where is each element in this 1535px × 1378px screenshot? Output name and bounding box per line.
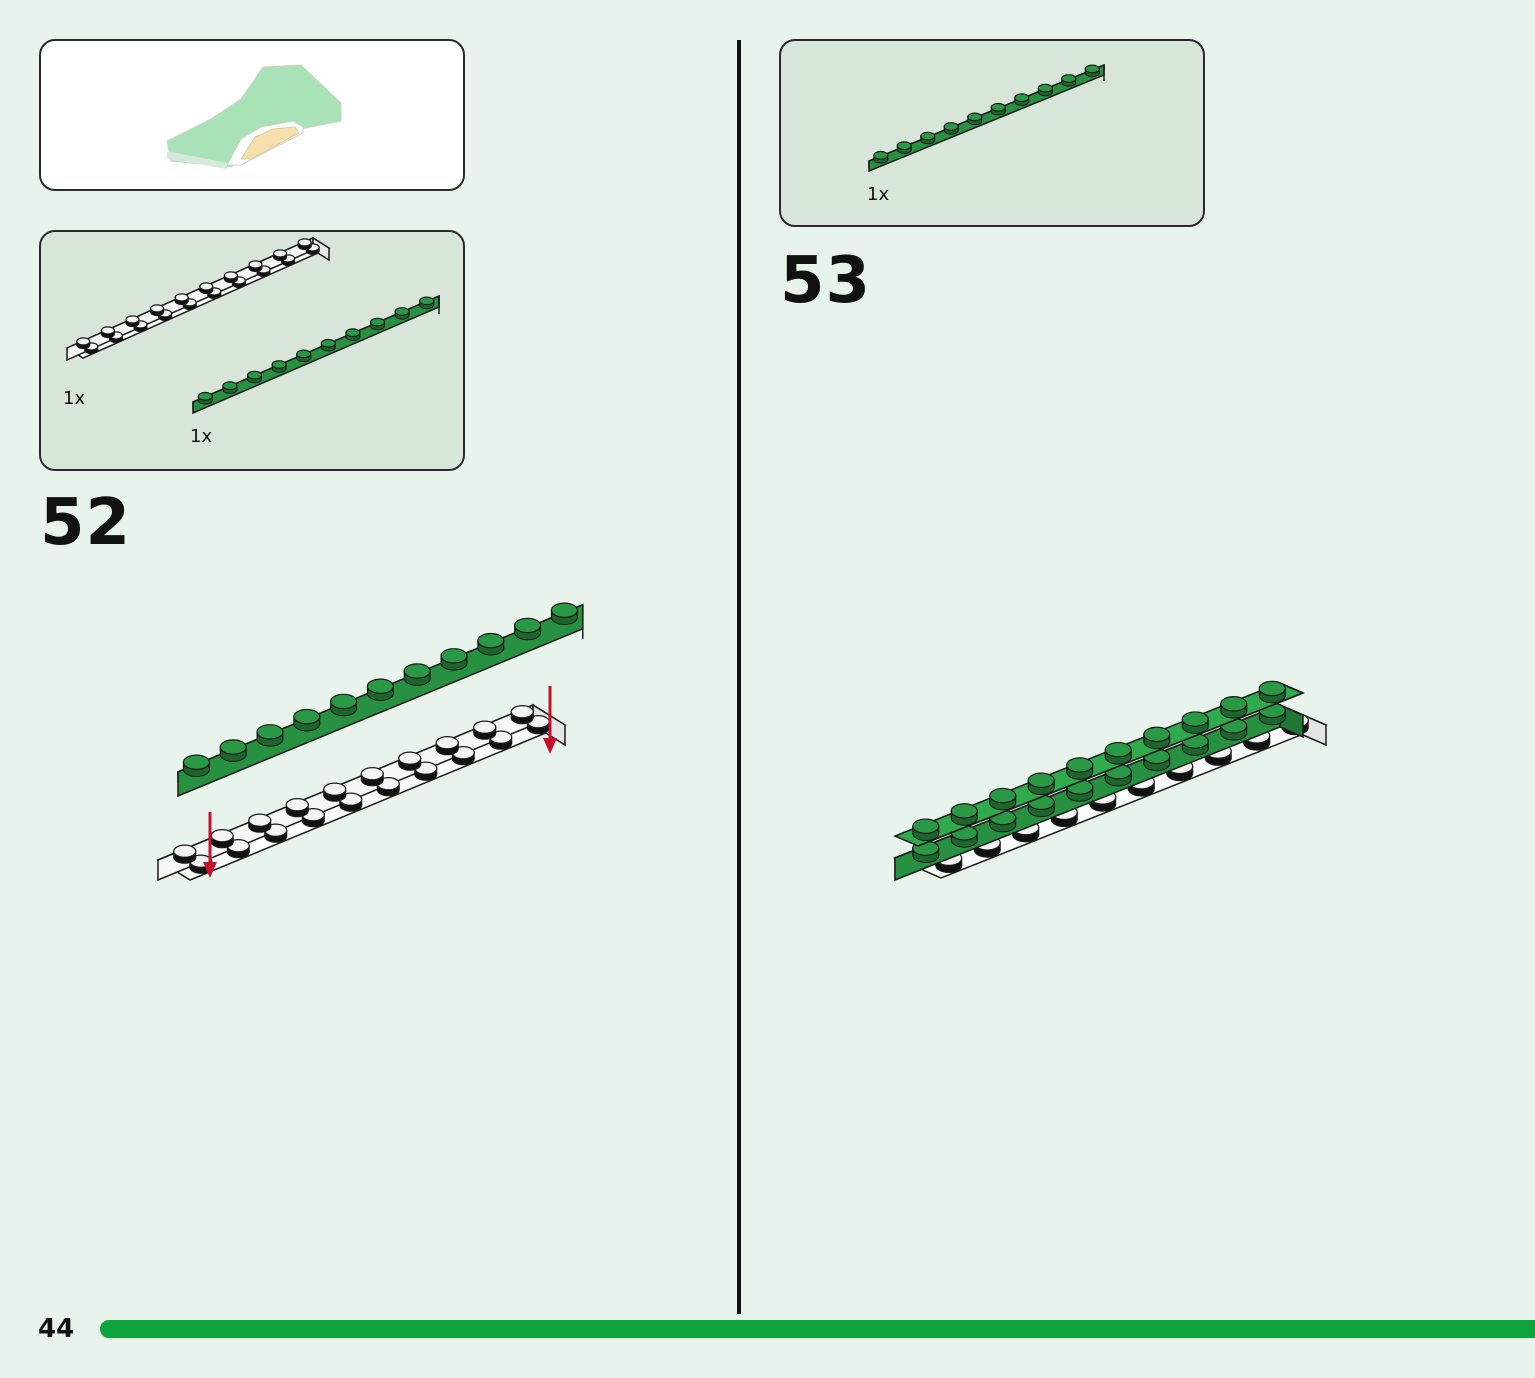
- stud: [920, 131, 936, 145]
- stud: [989, 787, 1017, 811]
- stud: [912, 818, 940, 842]
- stud: [199, 282, 214, 295]
- stud: [873, 150, 889, 164]
- stud: [550, 602, 579, 626]
- part-qty-green-plate: 1x: [867, 184, 890, 205]
- white-plate-2x10: [156, 703, 567, 882]
- green-plate-1x10: [868, 63, 1105, 173]
- progress-bar: [100, 1320, 1535, 1338]
- parts-illustration-52: [65, 236, 440, 415]
- car-preview-illustration: [166, 64, 342, 169]
- stud: [182, 754, 210, 778]
- stud: [297, 238, 312, 251]
- stud: [369, 317, 386, 331]
- red-arrow: [543, 686, 557, 754]
- page-number: 44: [38, 1314, 75, 1344]
- stud: [246, 370, 263, 384]
- assembly-illustration-53: [893, 680, 1328, 882]
- green-plate-1x10: [177, 602, 584, 798]
- stud: [108, 331, 124, 344]
- stud: [1258, 680, 1286, 704]
- stud: [271, 360, 287, 373]
- green-plate-1x10: [192, 294, 440, 415]
- stud: [510, 705, 534, 725]
- stud: [1220, 696, 1248, 719]
- stud: [477, 632, 505, 656]
- stud: [182, 298, 197, 311]
- stud: [1143, 726, 1171, 750]
- step-number-52: 52: [40, 486, 132, 560]
- stud: [1104, 741, 1132, 765]
- stud: [1061, 74, 1077, 87]
- assembly-illustration-52: [156, 602, 584, 882]
- stud: [376, 777, 400, 797]
- stud: [473, 720, 497, 740]
- stud: [248, 813, 272, 833]
- stud: [248, 260, 263, 273]
- stud: [1027, 794, 1055, 818]
- green-plate-1x10-back: [893, 680, 1305, 847]
- stud: [990, 102, 1006, 116]
- stud: [526, 715, 550, 735]
- stud: [223, 271, 238, 284]
- stud: [1027, 772, 1055, 796]
- step-number-53: 53: [780, 244, 872, 318]
- stud: [330, 693, 358, 717]
- parts-illustration-53: [868, 63, 1105, 173]
- stud: [950, 803, 978, 826]
- stud: [323, 782, 347, 802]
- stud: [435, 736, 459, 756]
- red-arrow: [203, 812, 217, 878]
- stud: [967, 112, 983, 126]
- stud: [320, 338, 336, 352]
- stud: [950, 825, 978, 848]
- stud: [256, 724, 284, 747]
- stud: [305, 243, 320, 256]
- stud: [293, 708, 321, 732]
- stud: [219, 739, 247, 762]
- stud: [285, 798, 309, 818]
- stud: [394, 307, 410, 320]
- stud: [197, 391, 213, 405]
- stud: [440, 648, 468, 671]
- stud: [296, 349, 312, 363]
- stud: [1014, 93, 1030, 106]
- stud: [210, 829, 234, 849]
- green-plate-1x10-front: [893, 702, 1305, 882]
- stud: [76, 337, 91, 350]
- stud: [398, 751, 422, 771]
- stud: [1066, 757, 1094, 780]
- stud: [273, 249, 288, 262]
- stud: [403, 663, 431, 686]
- parts-panel-step-52: 1x 1x: [39, 230, 465, 471]
- progress-bar-fill: [100, 1320, 1535, 1338]
- stud: [256, 265, 271, 278]
- stud: [419, 296, 435, 310]
- parts-panel-step-53: 1x: [779, 39, 1205, 227]
- stud: [513, 617, 542, 641]
- column-divider: [737, 40, 741, 1314]
- stud: [360, 767, 384, 787]
- stud: [1037, 83, 1053, 97]
- stud: [943, 122, 959, 135]
- stud: [149, 304, 165, 317]
- stud: [1181, 711, 1209, 734]
- stud: [896, 141, 912, 154]
- part-qty-white-plate: 1x: [63, 388, 86, 409]
- stud: [222, 381, 238, 394]
- stud: [345, 328, 361, 341]
- stud: [100, 326, 116, 339]
- stud: [366, 678, 394, 702]
- stud: [125, 315, 140, 328]
- stud: [1084, 64, 1100, 78]
- part-qty-green-plate: 1x: [190, 426, 213, 447]
- white-plate-2x10: [65, 236, 331, 362]
- model-preview-panel: [39, 39, 465, 191]
- stud: [174, 293, 189, 306]
- stud: [173, 844, 197, 864]
